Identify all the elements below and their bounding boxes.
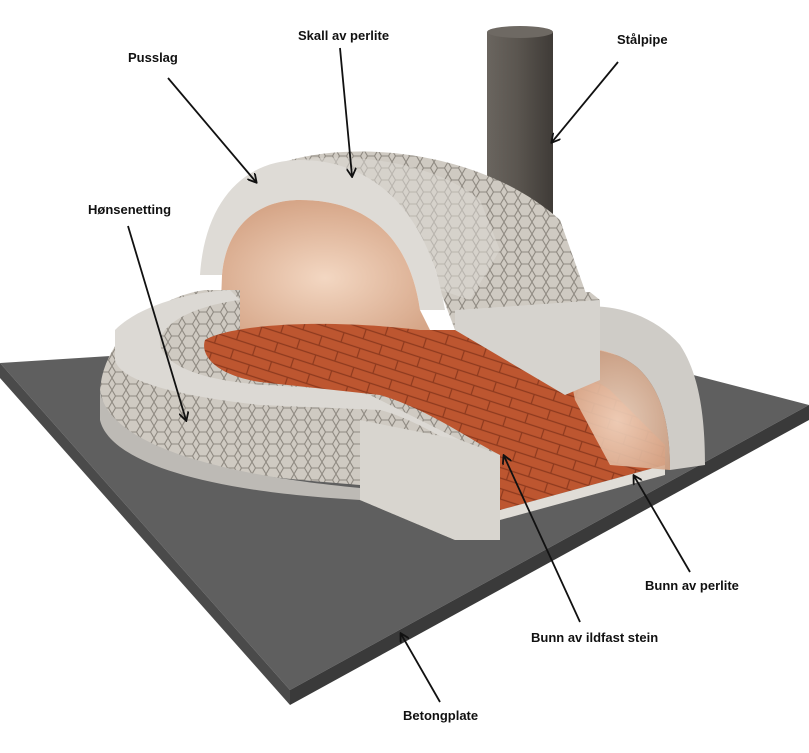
label-honsenetting: Hønsenetting — [88, 202, 171, 217]
arrow-bunn-ildfast — [504, 456, 581, 623]
dome-shell — [200, 151, 590, 330]
label-betongplate: Betongplate — [403, 708, 478, 723]
label-stalpipe: Stålpipe — [617, 32, 668, 47]
entrance-arch — [455, 292, 705, 470]
arrow-stalpipe — [552, 61, 619, 142]
arrow-pusslag — [167, 77, 256, 182]
arrow-skall — [339, 47, 352, 176]
arrow-bunn-perlite — [634, 476, 691, 573]
arrow-betongplate — [401, 634, 441, 703]
label-bunn-ildfast: Bunn av ildfast stein — [531, 630, 658, 645]
labels: Pusslag Skall av perlite Stålpipe Hønsen… — [88, 28, 739, 723]
label-pusslag: Pusslag — [128, 50, 178, 65]
arrow-honsenetting — [127, 225, 186, 420]
perlite-floor — [500, 465, 665, 520]
label-skall: Skall av perlite — [298, 28, 389, 43]
label-bunn-perlite: Bunn av perlite — [645, 578, 739, 593]
